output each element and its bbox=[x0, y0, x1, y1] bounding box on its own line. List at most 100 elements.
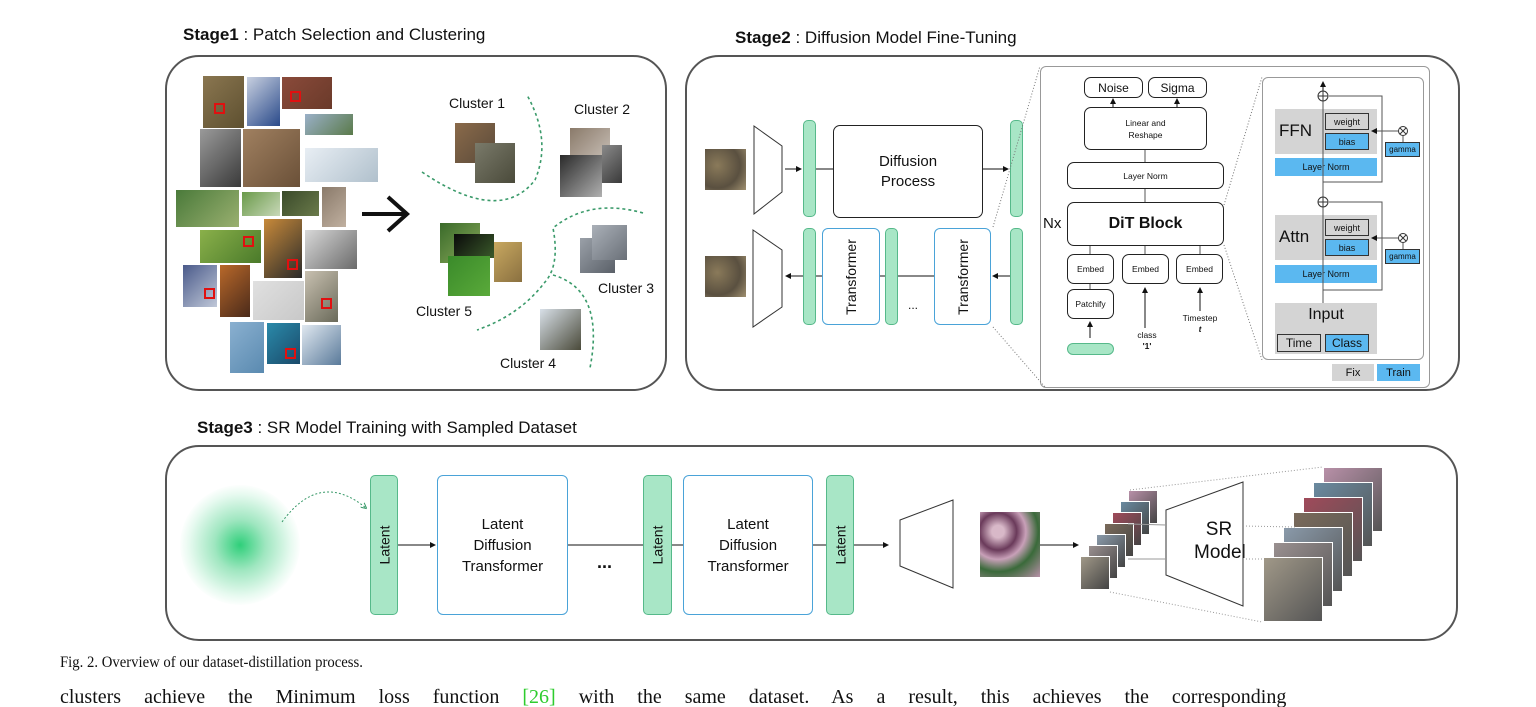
block-detail-panel bbox=[1262, 77, 1424, 360]
patch-selection-marker bbox=[290, 91, 301, 102]
stage1-title: Stage1 : Patch Selection and Clustering bbox=[183, 25, 485, 45]
photo-thumbnail bbox=[305, 114, 353, 135]
ldt-label: Latent bbox=[481, 515, 524, 533]
patchify-box: Patchify bbox=[1067, 289, 1114, 319]
latent-label: Latent bbox=[832, 525, 848, 565]
decoder-label: D bbox=[917, 532, 932, 554]
patch-selection-marker bbox=[243, 236, 254, 247]
ffn-bias: bias bbox=[1325, 133, 1369, 150]
cluster-5-label: Cluster 5 bbox=[416, 303, 473, 319]
photo-thumbnail bbox=[282, 191, 319, 216]
class-label: class bbox=[1137, 330, 1157, 340]
linear-reshape-label: Reshape bbox=[1128, 129, 1163, 140]
class-embed-box: Embed bbox=[1122, 254, 1169, 284]
low-res-image bbox=[1080, 556, 1110, 590]
patch-selection-marker bbox=[321, 298, 332, 309]
body-text: clusters achieve the Minimum loss functi… bbox=[60, 686, 1536, 707]
patch-selection-marker bbox=[204, 288, 215, 299]
stage3-title: Stage3 : SR Model Training with Sampled … bbox=[197, 418, 577, 438]
input-patch-image bbox=[705, 149, 746, 190]
diffusion-process-label: Process bbox=[880, 172, 936, 190]
latent-bar bbox=[803, 120, 816, 217]
latent-bar bbox=[1010, 228, 1023, 325]
photo-thumbnail bbox=[243, 129, 300, 187]
noise-output: Noise bbox=[1084, 77, 1143, 98]
sr-label: SR bbox=[1205, 519, 1233, 540]
ffn-layer-norm: Layer Norm bbox=[1275, 158, 1377, 176]
time-input: Time bbox=[1277, 334, 1321, 352]
photo-thumbnail bbox=[305, 230, 357, 269]
legend-train: Train bbox=[1377, 364, 1420, 381]
timestep-label: Timestep bbox=[1182, 313, 1218, 323]
transformer-label: Transformer bbox=[954, 238, 971, 315]
transformer-block: Transformer bbox=[934, 228, 991, 325]
latent-input-pill bbox=[1067, 343, 1114, 355]
output-patch-image bbox=[705, 256, 746, 297]
ldt-label: Latent bbox=[727, 515, 769, 533]
photo-thumbnail bbox=[247, 77, 280, 126]
transformer-block: Transformer bbox=[822, 228, 880, 325]
body-text-span: with the same dataset. As a result, this… bbox=[578, 686, 1287, 707]
attn-weight: weight bbox=[1325, 219, 1369, 236]
ffn-label: FFN bbox=[1279, 121, 1313, 140]
generated-patch-image bbox=[980, 512, 1040, 577]
photo-thumbnail bbox=[454, 234, 494, 258]
timestep-value: t bbox=[1198, 324, 1202, 334]
attn-bias: bias bbox=[1325, 239, 1369, 256]
diffusion-process-label: Diffusion bbox=[878, 152, 938, 170]
latent-bar: Latent bbox=[826, 475, 854, 615]
ffn-weight: weight bbox=[1325, 113, 1369, 130]
stage1-subtitle: : Patch Selection and Clustering bbox=[238, 25, 486, 44]
ellipsis: ... bbox=[908, 298, 919, 312]
photo-thumbnail bbox=[475, 143, 515, 183]
photo-thumbnail bbox=[242, 192, 280, 216]
linear-reshape-box: Linear and Reshape bbox=[1084, 107, 1207, 150]
stage2-panel bbox=[685, 55, 1460, 391]
repeat-label: Nx bbox=[1043, 215, 1062, 232]
ellipsis: ... bbox=[597, 552, 613, 572]
photo-thumbnail bbox=[183, 265, 217, 307]
photo-thumbnail bbox=[230, 322, 264, 373]
stage3-panel bbox=[165, 445, 1458, 641]
latent-bar bbox=[885, 228, 898, 325]
stage1-panel bbox=[165, 55, 667, 391]
photo-thumbnail bbox=[322, 187, 346, 227]
photo-thumbnail bbox=[253, 281, 304, 320]
cluster-4-label: Cluster 4 bbox=[500, 355, 557, 371]
sr-label: Model bbox=[1194, 542, 1246, 563]
cluster-2-label: Cluster 2 bbox=[574, 101, 631, 117]
noise-distribution bbox=[180, 485, 300, 605]
patch-selection-marker bbox=[285, 348, 296, 359]
latent-label: Latent bbox=[376, 525, 392, 565]
dit-block-box: DiT Block bbox=[1067, 202, 1224, 246]
latent-bar: Latent bbox=[643, 475, 672, 615]
sigma-output: Sigma bbox=[1148, 77, 1207, 98]
legend-fix: Fix bbox=[1332, 364, 1374, 381]
latent-bar: Latent bbox=[370, 475, 398, 615]
latent-bar bbox=[1010, 120, 1023, 217]
ldt-label: Transformer bbox=[461, 557, 544, 575]
patch-selection-marker bbox=[214, 103, 225, 114]
ldt-label: Transformer bbox=[707, 557, 789, 575]
figure-caption: Fig. 2. Overview of our dataset-distilla… bbox=[60, 654, 363, 671]
input-label: Input bbox=[1308, 306, 1344, 323]
photo-thumbnail bbox=[305, 271, 338, 322]
ldt-label: Diffusion bbox=[473, 536, 532, 554]
ffn-gamma: gamma bbox=[1385, 142, 1420, 157]
citation-link[interactable]: [26] bbox=[522, 686, 556, 707]
ldt-label: Diffusion bbox=[718, 536, 778, 554]
body-text-span: clusters achieve the Minimum loss functi… bbox=[60, 686, 500, 707]
photo-thumbnail bbox=[540, 309, 581, 350]
patch-selection-marker bbox=[287, 259, 298, 270]
photo-thumbnail bbox=[203, 76, 244, 128]
photo-thumbnail bbox=[302, 325, 341, 365]
stage2-title: Stage2 : Diffusion Model Fine-Tuning bbox=[735, 28, 1017, 48]
timestep-embed-box: Embed bbox=[1176, 254, 1223, 284]
latent-diffusion-transformer: Latent Diffusion Transformer bbox=[437, 475, 568, 615]
photo-thumbnail bbox=[560, 155, 602, 197]
latent-diffusion-transformer: Latent Diffusion Transformer bbox=[683, 475, 813, 615]
dit-detail-panel bbox=[1040, 66, 1430, 388]
latent-bar bbox=[803, 228, 816, 325]
photo-thumbnail bbox=[592, 225, 627, 260]
attn-label: Attn bbox=[1279, 227, 1310, 246]
